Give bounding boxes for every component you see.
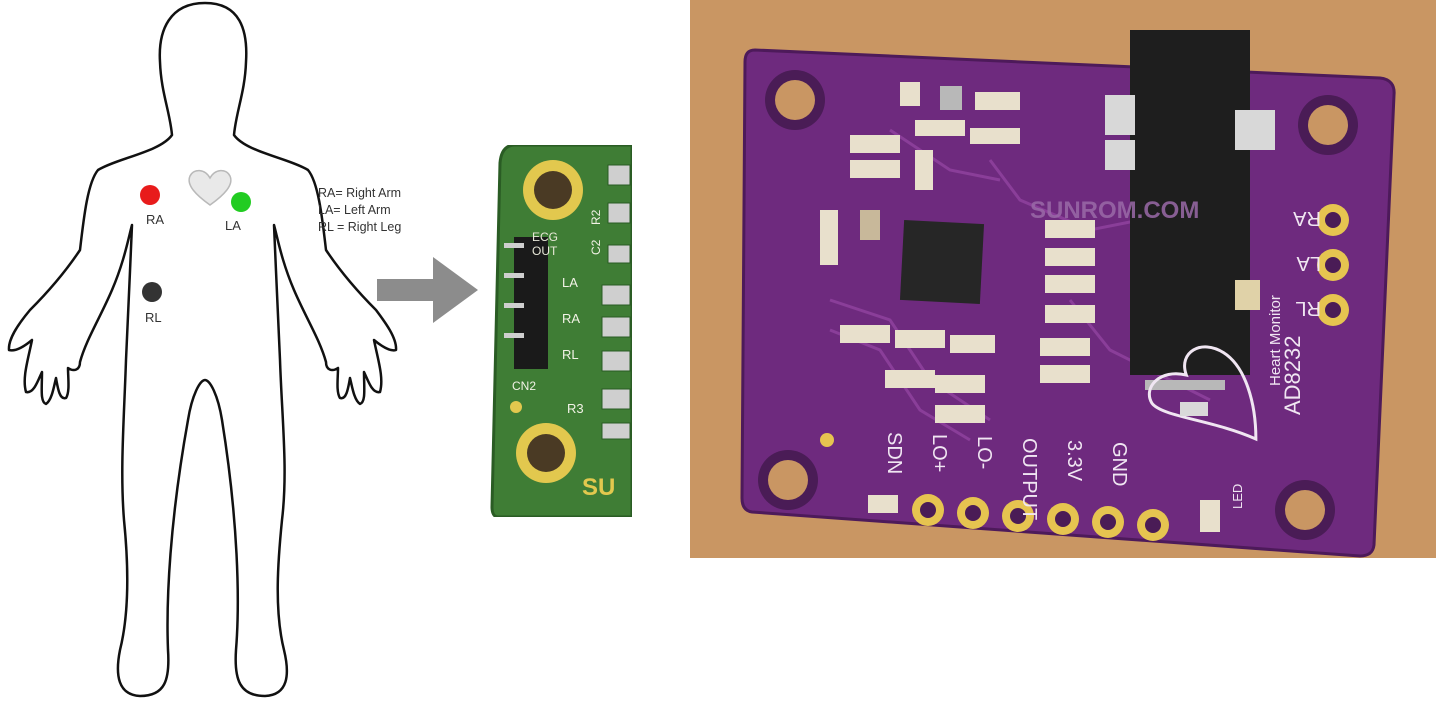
- label-cn2: CN2: [512, 379, 536, 393]
- label-la: LA: [562, 275, 578, 290]
- ad8232-board-photo: SUNROM.COM RA LA RL SDN LO+ LO- OUTPUT 3…: [690, 0, 1436, 558]
- header-pins: [504, 237, 548, 369]
- audio-jack-icon: [1105, 30, 1275, 390]
- electrode-rl: [142, 282, 162, 302]
- pin-label-gnd: GND: [1108, 442, 1130, 486]
- pin-label-3v3: 3.3V: [1063, 440, 1085, 482]
- heart-outline-icon: [1147, 345, 1258, 442]
- pin-label-rl: RL: [1295, 297, 1321, 319]
- label-out: OUT: [532, 244, 558, 258]
- mounting-hole-bottom: [516, 423, 576, 483]
- pin-label-la: LA: [1296, 252, 1321, 274]
- right-arrow-icon: [375, 255, 480, 325]
- label-c2: C2: [589, 239, 603, 255]
- board-subtitle: Heart Monitor: [1267, 295, 1284, 386]
- label-ecg: ECG: [532, 230, 558, 244]
- legend-rl: RL = Right Leg: [318, 220, 402, 234]
- human-body-outline: [7, 1, 398, 698]
- legend-ra: RA= Right Arm: [318, 186, 402, 200]
- right-pin-headers: [1317, 204, 1349, 326]
- pin-label-lo-minus: LO-: [973, 436, 995, 469]
- bottom-pin-headers: [912, 494, 1169, 541]
- mounting-hole-top: [523, 160, 583, 220]
- heart-icon: [188, 169, 232, 206]
- electrode-rl-label: RL: [145, 310, 162, 325]
- body-diagram: RA LA RL: [0, 0, 490, 701]
- watermark: SUNROM.COM: [1030, 197, 1199, 224]
- legend-la: LA= Left Arm: [318, 203, 391, 217]
- status-led: [1180, 402, 1208, 416]
- electrode-legend: RA= Right Arm LA= Left Arm RL = Right Le…: [318, 185, 401, 236]
- electrode-la-label: LA: [225, 218, 241, 233]
- led-label: LED: [1230, 484, 1245, 509]
- ad8232-chip: [899, 219, 985, 305]
- electrode-ra: [140, 185, 160, 205]
- connector-board-closeup: ECG OUT LA RA RL CN2 R2 C2 R3 SU: [490, 145, 632, 517]
- pin-label-lo-plus: LO+: [928, 434, 950, 472]
- label-r3: R3: [567, 401, 584, 416]
- smd-components: [820, 82, 1220, 532]
- pin-label-output: OUTPUT: [1018, 438, 1040, 520]
- pin-label-sdn: SDN: [883, 432, 905, 474]
- label-rl: RL: [562, 347, 579, 362]
- electrode-ra-label: RA: [146, 212, 164, 227]
- label-ra: RA: [562, 311, 580, 326]
- pcb-mounting-holes: [758, 70, 1358, 540]
- label-r2: R2: [589, 209, 603, 225]
- electrode-la: [231, 192, 251, 212]
- board-model: AD8232: [1280, 335, 1305, 415]
- label-brand: SU: [582, 474, 615, 501]
- pin-label-ra: RA: [1293, 207, 1321, 229]
